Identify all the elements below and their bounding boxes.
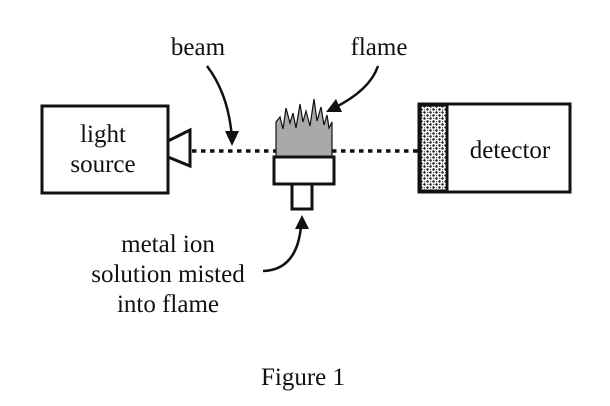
flame-arrow-head [326,99,342,112]
figure-caption: Figure 1 [261,364,345,391]
beam-arrow-head [225,131,239,146]
solution-label-line2: solution misted [91,261,245,288]
light-source-lens [166,127,192,169]
light-source-label-line1: light [80,121,126,148]
flame-arrow [333,65,380,110]
burner [272,155,336,211]
flame-label: flame [351,34,408,61]
beam-arrow [206,65,234,140]
detector-sensor [419,104,449,192]
flame [275,98,333,159]
light-source: light source [40,104,192,195]
beam-label: beam [171,34,226,61]
solution-arrow [262,225,303,273]
detector-label: detector [470,137,551,164]
detector: detector [417,102,572,194]
solution-label-line3: into flame [117,291,219,318]
light-source-box [40,104,170,195]
light-source-label-line2: source [70,151,135,178]
burner-nozzle [290,182,314,211]
solution-arrow-head [295,215,309,229]
burner-top [272,155,336,186]
solution-label-line1: metal ion [121,231,215,258]
